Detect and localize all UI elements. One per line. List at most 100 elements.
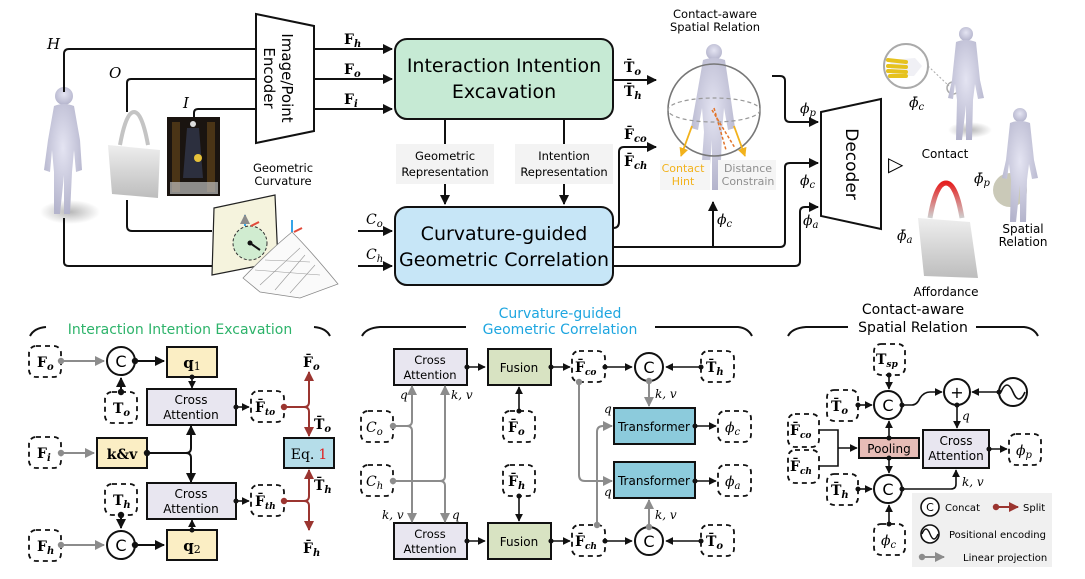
iie-q1-label: q1 — [183, 354, 201, 373]
phi-c-label: ϕc — [717, 212, 733, 230]
csr-concat-bottom-label: C — [882, 480, 893, 499]
geometric-block-line1: Curvature-guided — [421, 223, 588, 245]
cgc-concat-top-label: C — [643, 358, 654, 377]
interaction-intention-excavation-block: Interaction Intention Excavation — [394, 38, 614, 120]
csr-th-bar-label: T̄h — [831, 480, 849, 501]
distance-constrain-bg — [718, 160, 776, 190]
csr-concat-top-label: C — [882, 396, 893, 415]
iie-brace-right — [313, 326, 331, 337]
csr-concat-to-ca — [899, 469, 960, 492]
curvature-co-label: Co — [366, 212, 383, 230]
cgc-title-line1: Curvature-guided — [499, 306, 622, 322]
csr-fch-label: F̄ch — [790, 456, 812, 477]
iie-detail-section: Interaction Intention Excavation Fo To F… — [28, 322, 335, 562]
csr-q-label: q — [962, 409, 970, 423]
cgc-transformer-bottom — [613, 461, 696, 499]
iie-ca-bottom-line1: Cross — [175, 487, 208, 501]
legend: C Concat Split Positional encoding Linea… — [912, 493, 1052, 567]
csr-brace-left — [787, 326, 848, 337]
csr-phi-p — [1008, 433, 1042, 466]
geometric-block-line2: Geometric Correlation — [399, 249, 609, 271]
phi-c-to-decoder — [613, 158, 819, 248]
encoder-label-line1: Image/Point — [278, 33, 296, 122]
input-photo-image — [167, 117, 220, 196]
cgc-kv-transformer-bottom: k, v — [655, 508, 677, 522]
csr-f-merge — [819, 429, 839, 467]
cgc-to-bar-label: T̄o — [706, 531, 723, 552]
geometric-representation-line2: Representation — [401, 165, 488, 179]
iie-out-th: T̄h — [314, 475, 332, 496]
cgc-q-transformer-top: q — [604, 402, 612, 416]
cgc-ch-q-bottom — [439, 480, 450, 523]
cgc-to-bar — [700, 524, 735, 557]
decoder-phi-a: ϕa — [803, 213, 819, 231]
cgc-ch-label: Ch — [366, 474, 383, 492]
input-label-o: O — [109, 64, 121, 82]
decoder-phi-p: ϕp — [800, 101, 817, 119]
iie-fi-label: Fi — [37, 446, 51, 464]
output-triangle-icon: ▷ — [888, 152, 904, 176]
h-input-line — [63, 48, 256, 92]
token-th-label: T̄h — [624, 81, 642, 102]
cgc-cross-attention-top — [393, 348, 468, 386]
csr-kv-label: k, v — [962, 475, 984, 489]
csr-add-label: + — [950, 383, 963, 402]
cgc-ca-top-line2: Attention — [403, 368, 456, 382]
cgc-fh-bar-label: F̄h — [508, 471, 525, 492]
cgc-fch-label: F̄ch — [575, 531, 597, 552]
contact-hint-line2: Hint — [672, 175, 695, 188]
iie-brace-left — [29, 326, 47, 337]
cgc-kv-transformer-top: k, v — [655, 387, 677, 401]
legend-linear-projection-label: Linear projection — [963, 553, 1047, 564]
decoder: Decoder — [820, 97, 882, 231]
cgc-q-top: q — [400, 388, 408, 402]
input-label-h: H — [46, 35, 61, 53]
cgc-phi-a — [717, 464, 752, 497]
cgc-fusion-bottom — [487, 522, 552, 560]
iie-ca-bottom-line2: Attention — [163, 502, 218, 516]
iie-ca-top-line1: Cross — [175, 393, 208, 407]
cgc-ca-top-line1: Cross — [414, 353, 446, 367]
feature-fco-label: F̄co — [624, 124, 647, 145]
o-input-line — [126, 78, 256, 112]
csr-tsp-label: Tsp — [876, 352, 898, 370]
cgc-co-kv-bottom — [406, 425, 417, 523]
csr-fco-label: F̄co — [790, 420, 811, 441]
cgc-phi-a-label: ϕa — [725, 474, 741, 492]
spatial-title-line1: Contact-aware — [673, 7, 757, 21]
cgc-kv-bottom: k, v — [382, 508, 404, 522]
csr-title-line2: Spatial Relation — [858, 320, 968, 336]
distance-constrain-line2: Constrain — [722, 175, 775, 188]
affordance-output-image — [918, 180, 978, 278]
csr-concat-to-add — [899, 388, 943, 408]
cgc-transformer-top-label: Transformer — [617, 420, 690, 434]
iie-split-th-up — [280, 469, 314, 505]
iie-q2-label: q2 — [183, 537, 201, 556]
output-spatial-line1: Spatial — [1002, 222, 1043, 236]
h-curvature-line — [63, 218, 212, 267]
spatial-relation-output-image — [993, 108, 1038, 222]
intention-representation-line1: Intention — [538, 149, 590, 163]
input-label-i: I — [182, 94, 190, 112]
iie-fo-label: Fo — [37, 355, 54, 373]
legend-sine-icon — [921, 528, 939, 540]
legend-concat-glyph: C — [926, 501, 934, 514]
feature-fi: Fi — [344, 92, 358, 110]
human-mesh-image — [40, 87, 100, 224]
output-phi-p-bar: ϕ̄p — [974, 171, 991, 189]
cgc-q-transformer-bottom: q — [604, 485, 612, 499]
cgc-ca-bottom-line1: Cross — [414, 527, 446, 541]
iie-out-fh: F̄h — [303, 538, 320, 559]
legend-concat-icon — [920, 497, 940, 517]
iie-to-label: To — [113, 401, 130, 419]
iie-kv-to-ca-bottom — [185, 452, 196, 483]
iie-fto-label: F̄to — [255, 397, 275, 418]
cgc-fusion-top-label: Fusion — [500, 361, 538, 375]
csr-phi-c-input — [873, 523, 906, 556]
cgc-transformer-bottom-label: Transformer — [617, 474, 690, 488]
o-curvature-line — [126, 200, 212, 232]
csr-to-bar-label: T̄o — [831, 396, 848, 417]
iie-q2-box — [166, 529, 218, 561]
csr-title-line1: Contact-aware — [862, 302, 964, 318]
